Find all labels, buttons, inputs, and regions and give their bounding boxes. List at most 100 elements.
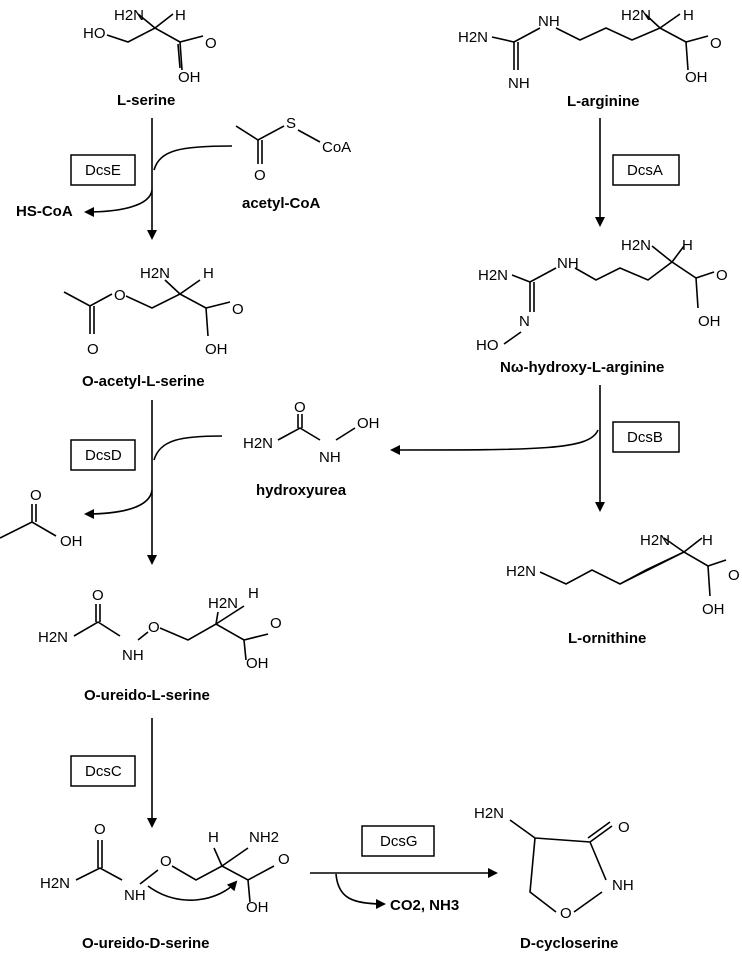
enzyme-box-dcsc (70, 755, 136, 787)
atom-h2n: H2N (243, 435, 273, 452)
l-ornithine-structure: H2N H H2N O OH L-ornithine (506, 532, 740, 647)
enzyme-dcsa: DcsA (627, 162, 663, 179)
atom-h2n: H2N (458, 29, 488, 46)
atom-h2n: H2N (506, 563, 536, 580)
hydroxyurea-structure: O H2N NH OH hydroxyurea (243, 399, 380, 499)
atom-o: O (728, 567, 740, 584)
atom-o: O (270, 615, 282, 632)
enzyme-dcsb: DcsB (627, 429, 663, 446)
o-ureido-d-serine-structure: O H2N NH O H NH2 O OH O-ureido-D-serine (40, 821, 290, 952)
atom-oh: OH (698, 313, 721, 330)
enzyme-box-dcse (70, 154, 136, 186)
label-l-ornithine: L-ornithine (568, 630, 646, 647)
atom-o: O (148, 619, 160, 636)
enzyme-dcsg: DcsG (380, 833, 418, 850)
atom-nh: NH (557, 255, 579, 272)
arrow-co2-nh3-out (335, 873, 386, 909)
d-cycloserine-structure: H2N O NH O D-cycloserine (474, 805, 634, 952)
arrow-cyclization (147, 880, 238, 901)
atom-o: O (710, 35, 722, 52)
enzyme-dcsc: DcsC (85, 763, 122, 780)
atom-nh: NH (122, 647, 144, 664)
atom-o: O (94, 821, 106, 838)
arrow-hs-coa-out (84, 189, 153, 217)
atom-h: H (682, 237, 693, 254)
arrow-hydroxyurea-in (153, 435, 223, 461)
enzyme-box-dcsg (361, 825, 435, 857)
atom-o: O (254, 167, 266, 184)
atom-ho: HO (83, 25, 106, 42)
atom-h: H (683, 7, 694, 24)
atom-o: O (618, 819, 630, 836)
enzyme-box-dcsa (612, 154, 680, 186)
label-o-ureido-l-serine: O-ureido-L-serine (84, 687, 210, 704)
atom-oh: OH (357, 415, 380, 432)
l-serine-structure: H2N H HO O OH L-serine (83, 7, 217, 109)
atom-nh: NH (508, 75, 530, 92)
acetate-structure: O OH (0, 487, 83, 550)
acetyl-coa-structure: S CoA O acetyl-CoA (235, 115, 351, 212)
atom-nh: NH (124, 887, 146, 904)
atom-oh: OH (205, 341, 228, 358)
enzyme-dcsd: DcsD (85, 447, 122, 464)
atom-h: H (248, 585, 259, 602)
atom-h2n: H2N (208, 595, 238, 612)
label-acetyl-coa: acetyl-CoA (242, 195, 321, 212)
o-ureido-l-serine-structure: O H2N NH O H2N H O OH O-ureido-L-serine (38, 585, 282, 704)
atom-s: S (286, 115, 296, 132)
atom-h: H (208, 829, 219, 846)
enzyme-dcse: DcsE (85, 162, 121, 179)
atom-o: O (87, 341, 99, 358)
atom-nh2: NH2 (249, 829, 279, 846)
label-o-acetyl-l-serine: O-acetyl-L-serine (82, 373, 205, 390)
atom-o: O (278, 851, 290, 868)
atom-h: H (702, 532, 713, 549)
atom-h: H (203, 265, 214, 282)
atom-n: NH (319, 449, 341, 466)
atom-h2n: H2N (478, 267, 508, 284)
atom-oh: OH (246, 655, 269, 672)
atom-o: O (114, 287, 126, 304)
label-o-ureido-d-serine: O-ureido-D-serine (82, 935, 210, 952)
atom-o: O (160, 853, 172, 870)
label-d-cycloserine: D-cycloserine (520, 935, 618, 952)
atom-h2n: H2N (38, 629, 68, 646)
atom-o: O (30, 487, 42, 504)
atom-h: H (175, 7, 186, 24)
label-n-hydroxy-l-arginine: Nω-hydroxy-L-arginine (500, 359, 664, 376)
o-acetyl-l-serine-structure: H2N H O O O OH O-acetyl-L-serine (63, 265, 244, 390)
arrow-hydroxyurea-out (390, 429, 599, 455)
atom-h2n: H2N (621, 237, 651, 254)
atom-oh: OH (178, 69, 201, 86)
atom-coa: CoA (322, 139, 351, 156)
atom-n: N (519, 313, 530, 330)
atom-h2n: H2N (474, 805, 504, 822)
atom-ho: HO (476, 337, 499, 354)
label-l-serine: L-serine (117, 92, 175, 109)
atom-nh: NH (612, 877, 634, 894)
enzyme-box-dcsb (612, 421, 680, 453)
atom-oh: OH (246, 899, 269, 916)
atom-oh: OH (60, 533, 83, 550)
atom-h2n: H2N (621, 7, 651, 24)
label-hydroxyurea: hydroxyurea (256, 482, 347, 499)
n-hydroxy-l-arginine-structure: H2N NH H2N H O OH N HO Nω-hydroxy-L-argi… (476, 237, 728, 376)
atom-o: O (205, 35, 217, 52)
atom-oh: OH (702, 601, 725, 618)
atom-h2n: H2N (140, 265, 170, 282)
label-hs-coa: HS-CoA (16, 203, 73, 220)
atom-h2n: H2N (40, 875, 70, 892)
atom-n: NH (538, 13, 560, 30)
label-co2-nh3: CO2, NH3 (390, 897, 459, 914)
enzyme-box-dcsd (70, 439, 136, 471)
label-l-arginine: L-arginine (567, 93, 640, 110)
atom-o: O (716, 267, 728, 284)
arrow-acetyl-coa-in (153, 145, 233, 171)
l-arginine-structure: H2N NH NH H2N H O OH L-arginine (458, 7, 722, 110)
atom-oh: OH (685, 69, 708, 86)
atom-o: O (232, 301, 244, 318)
arrow-acetate-out (84, 489, 153, 519)
atom-h2n: H2N (114, 7, 144, 24)
